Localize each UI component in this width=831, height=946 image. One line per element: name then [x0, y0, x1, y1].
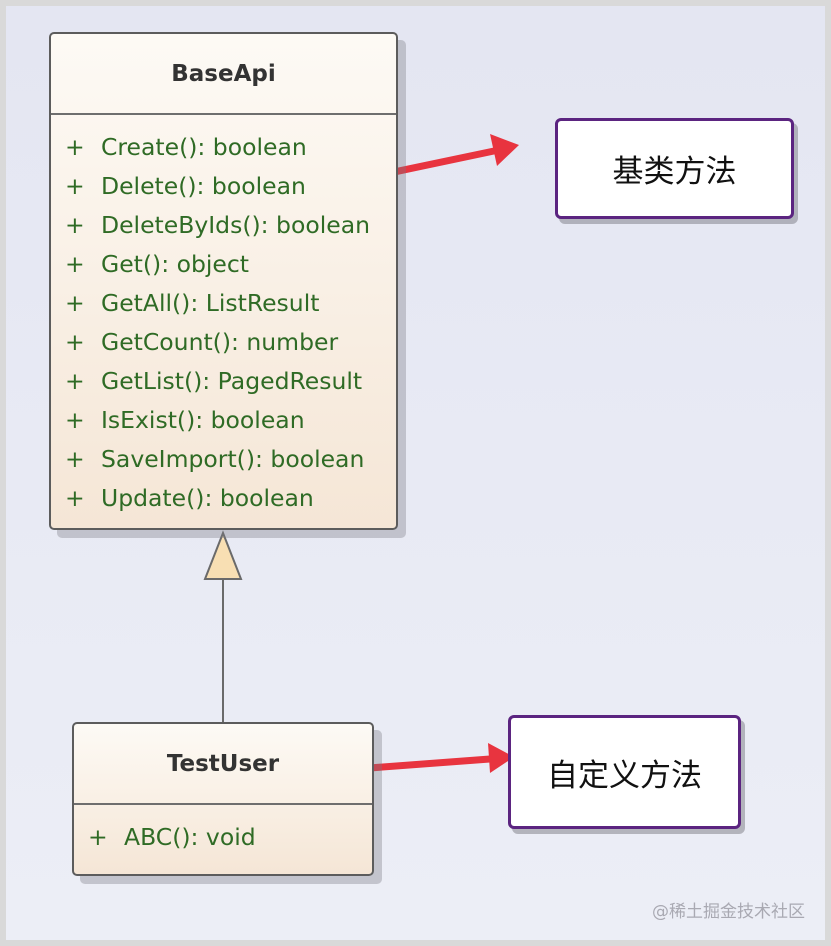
member-row: + IsExist(): boolean	[51, 400, 396, 439]
visibility-marker: +	[65, 171, 85, 200]
visibility-marker: +	[65, 288, 85, 317]
note-text: 自定义方法	[547, 757, 702, 794]
member-row: + GetList(): PagedResult	[51, 361, 396, 400]
visibility-marker: +	[65, 366, 85, 395]
diagram-canvas: BaseApi + Create(): boolean + Delete(): boo…	[6, 6, 825, 940]
member-signature: Get(): object	[101, 249, 250, 278]
visibility-marker: +	[88, 822, 108, 851]
visibility-marker: +	[65, 483, 85, 512]
visibility-marker: +	[65, 132, 85, 161]
member-signature: Delete(): boolean	[101, 171, 306, 200]
member-signature: IsExist(): boolean	[101, 405, 305, 434]
member-list: + Create(): boolean + Delete(): boolean + Del…	[51, 115, 396, 517]
member-row: + GetAll(): ListResult	[51, 283, 396, 322]
member-signature: GetAll(): ListResult	[101, 288, 320, 317]
testuser-class[interactable]: TestUser + ABC(): void	[72, 722, 374, 876]
note-custom-methods[interactable]: 自定义方法	[508, 715, 741, 829]
arrow-to-custom-note	[352, 743, 514, 773]
visibility-marker: +	[65, 405, 85, 434]
visibility-marker: +	[65, 444, 85, 473]
member-row: + Get(): object	[51, 244, 396, 283]
member-row: + ABC(): void	[74, 817, 372, 856]
member-row: + GetCount(): number	[51, 322, 396, 361]
member-row: + DeleteByIds(): boolean	[51, 205, 396, 244]
member-signature: DeleteByIds(): boolean	[101, 210, 371, 239]
visibility-marker: +	[65, 249, 85, 278]
member-signature: SaveImport(): boolean	[101, 444, 365, 473]
member-signature: GetCount(): number	[101, 327, 339, 356]
member-row: + Update(): boolean	[51, 478, 396, 517]
member-row: + Delete(): boolean	[51, 166, 396, 205]
member-signature: Update(): boolean	[101, 483, 314, 512]
visibility-marker: +	[65, 327, 85, 356]
member-signature: Create(): boolean	[101, 132, 307, 161]
member-signature: ABC(): void	[124, 822, 256, 851]
baseapi-class[interactable]: BaseApi + Create(): boolean + Delete(): boo…	[49, 32, 398, 530]
member-list: + ABC(): void	[74, 805, 372, 856]
class-name: BaseApi	[51, 34, 396, 115]
visibility-marker: +	[65, 210, 85, 239]
note-text: 基类方法	[612, 154, 737, 190]
generalization-arrowhead	[203, 530, 243, 580]
member-signature: GetList(): PagedResult	[101, 366, 363, 395]
member-row: + SaveImport(): boolean	[51, 439, 396, 478]
watermark: @稀土掘金技术社区	[652, 902, 805, 922]
member-row: + Create(): boolean	[51, 127, 396, 166]
class-name: TestUser	[74, 724, 372, 805]
note-base-methods[interactable]: 基类方法	[555, 118, 794, 219]
